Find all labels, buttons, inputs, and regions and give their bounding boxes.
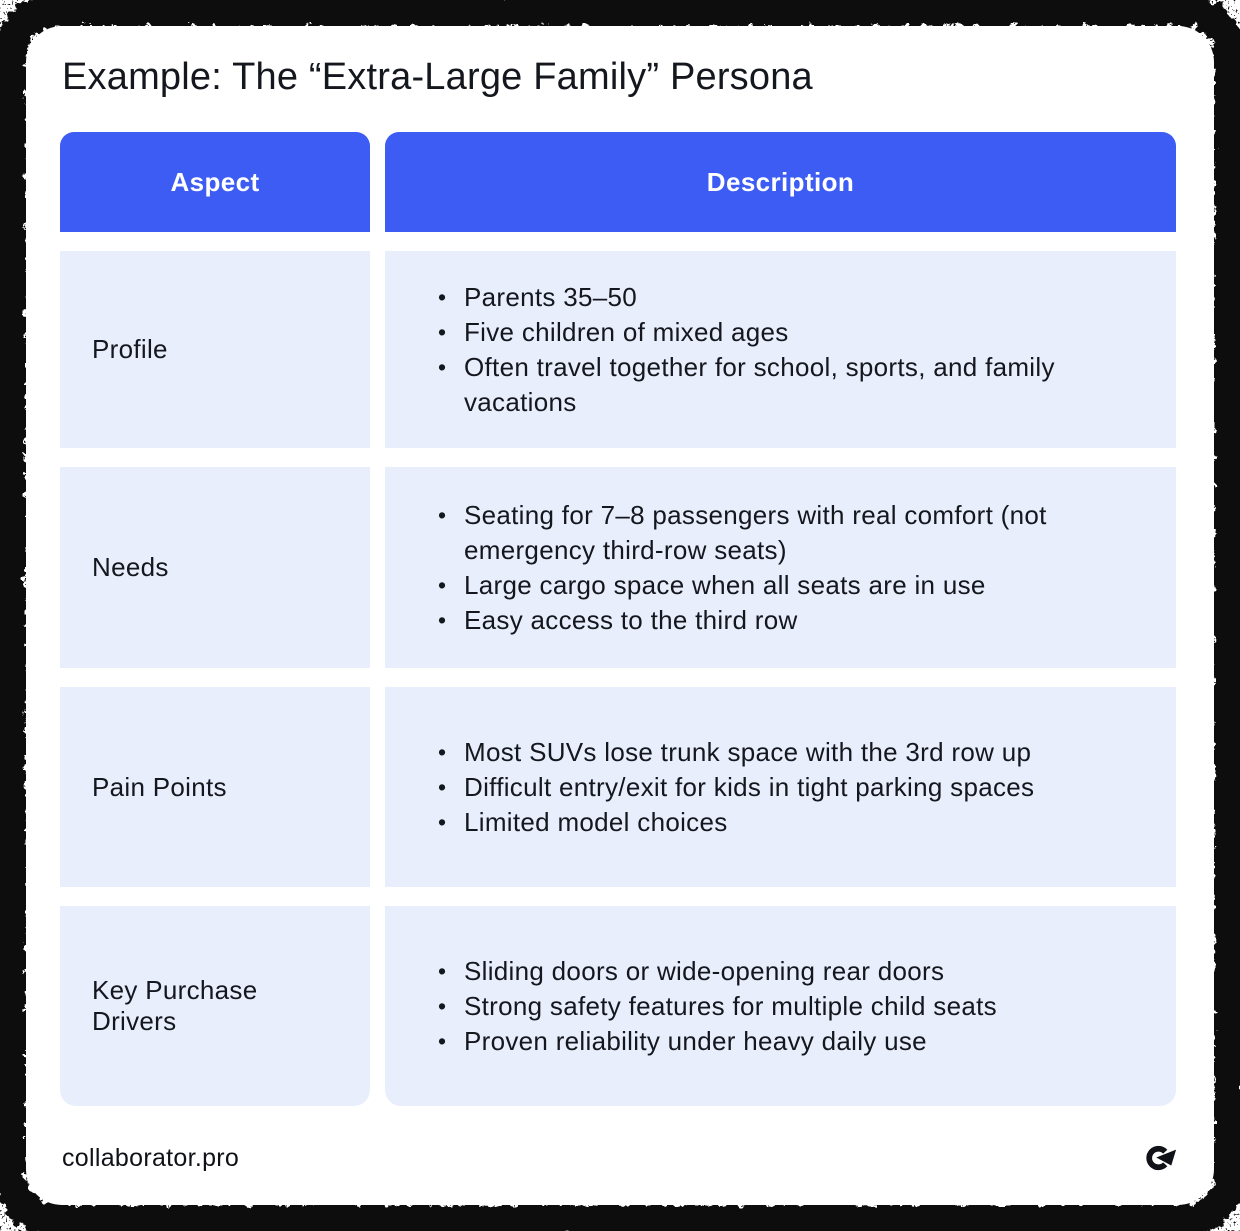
table-row-pain-points-label: Pain Points	[60, 687, 370, 887]
table-row-key-purchase-drivers-label: Key Purchase Drivers	[60, 906, 370, 1106]
row-label: Profile	[92, 334, 168, 364]
row-label: Pain Points	[92, 771, 227, 802]
bullet-item: Easy access to the third row	[437, 603, 1082, 638]
bullet-item: Parents 35–50	[437, 280, 1082, 315]
header-cell-aspect: Aspect	[60, 132, 370, 232]
c-arrow-logo-icon	[1146, 1145, 1178, 1171]
bullet-item: Strong safety features for multiple chil…	[437, 989, 1082, 1024]
persona-table: Aspect Description Profile Parents 35–50…	[60, 132, 1180, 1106]
page-title: Example: The “Extra-Large Family” Person…	[62, 56, 813, 98]
bullet-item: Most SUVs lose trunk space with the 3rd …	[437, 735, 1082, 770]
bullet-item: Difficult entry/exit for kids in tight p…	[437, 770, 1082, 805]
bullet-list: Sliding doors or wide-opening rear doors…	[437, 954, 1146, 1059]
bullet-list: Most SUVs lose trunk space with the 3rd …	[437, 735, 1146, 840]
header-cell-description: Description	[385, 132, 1176, 232]
bullet-item: Sliding doors or wide-opening rear doors	[437, 954, 1082, 989]
bullet-item: Five children of mixed ages	[437, 315, 1082, 350]
bullet-item: Seating for 7–8 passengers with real com…	[437, 498, 1082, 568]
row-label: Key Purchase Drivers	[92, 975, 258, 1036]
content-card: Example: The “Extra-Large Family” Person…	[26, 26, 1214, 1205]
table-row-profile-description: Parents 35–50 Five children of mixed age…	[385, 251, 1176, 448]
bullet-list: Parents 35–50 Five children of mixed age…	[437, 280, 1146, 420]
table-row-key-purchase-drivers-description: Sliding doors or wide-opening rear doors…	[385, 906, 1176, 1106]
bullet-item: Large cargo space when all seats are in …	[437, 568, 1082, 603]
bullet-item: Proven reliability under heavy daily use	[437, 1024, 1082, 1059]
table-row-pain-points-description: Most SUVs lose trunk space with the 3rd …	[385, 687, 1176, 887]
footer-site-text: collaborator.pro	[62, 1143, 240, 1172]
table-row-profile-label: Profile	[60, 251, 370, 448]
bullet-item: Often travel together for school, sports…	[437, 350, 1082, 420]
bullet-list: Seating for 7–8 passengers with real com…	[437, 498, 1146, 638]
row-label: Needs	[92, 552, 169, 582]
table-row-needs-description: Seating for 7–8 passengers with real com…	[385, 467, 1176, 668]
bullet-item: Limited model choices	[437, 805, 1082, 840]
footer: collaborator.pro	[60, 1143, 1180, 1175]
table-row-needs-label: Needs	[60, 467, 370, 668]
